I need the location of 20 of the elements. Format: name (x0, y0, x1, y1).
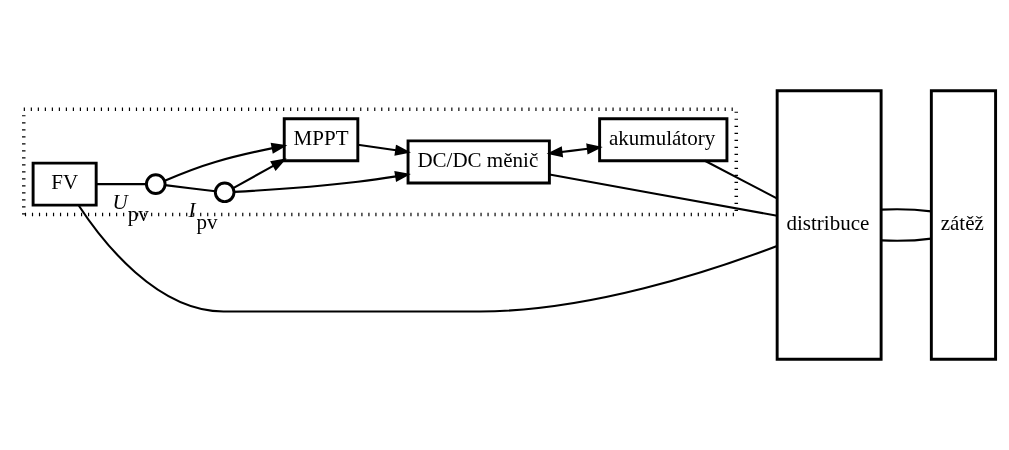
connector (703, 159, 777, 200)
connector (880, 208, 931, 213)
connector (880, 237, 931, 242)
arrow (163, 142, 287, 182)
arrow (232, 158, 287, 190)
connector (164, 184, 215, 193)
node-circle (144, 173, 167, 195)
connector (77, 205, 777, 313)
connector (95, 183, 146, 186)
node-box: FV (31, 161, 98, 207)
connector (548, 173, 777, 217)
node-box: DC/DC měnič (406, 139, 551, 185)
node-box: distribuce (775, 89, 883, 361)
arrow (357, 143, 411, 156)
node-box: zátěž (929, 89, 997, 361)
node-circle (213, 181, 235, 204)
arrow (233, 171, 411, 193)
node-box: MPPT (282, 117, 359, 163)
arrow (546, 143, 603, 158)
node-box: akumulátory (597, 117, 728, 163)
